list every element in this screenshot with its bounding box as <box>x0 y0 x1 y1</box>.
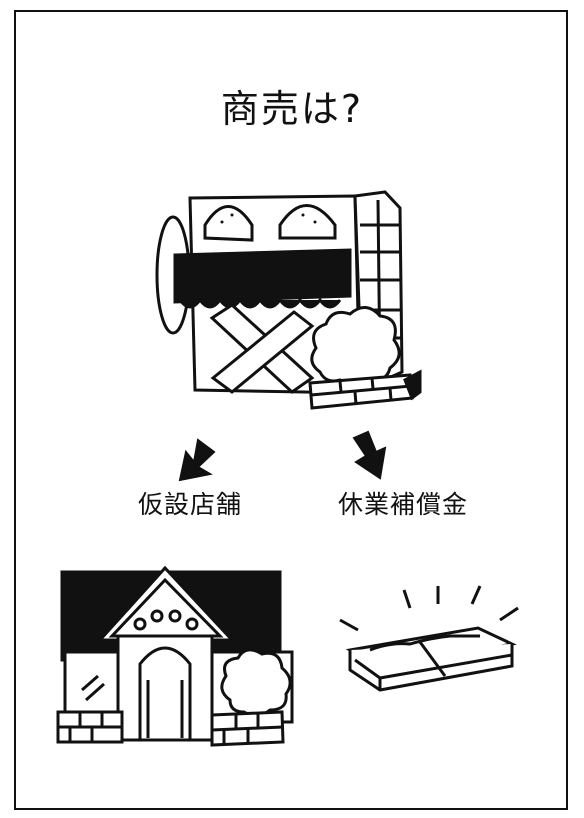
money-bundle-icon <box>339 585 519 692</box>
temporary-shop-icon <box>56 565 294 747</box>
page-title: 商売は? <box>220 87 364 131</box>
closed-shop-icon <box>155 190 422 410</box>
illustration-frame <box>14 10 568 810</box>
option-compensation-label: 休業補償金 <box>338 490 469 519</box>
option-temporary-shop-label: 仮設店舗 <box>138 490 243 519</box>
arrow-down-left-icon <box>178 438 216 482</box>
arrow-down-right-icon <box>352 430 387 480</box>
